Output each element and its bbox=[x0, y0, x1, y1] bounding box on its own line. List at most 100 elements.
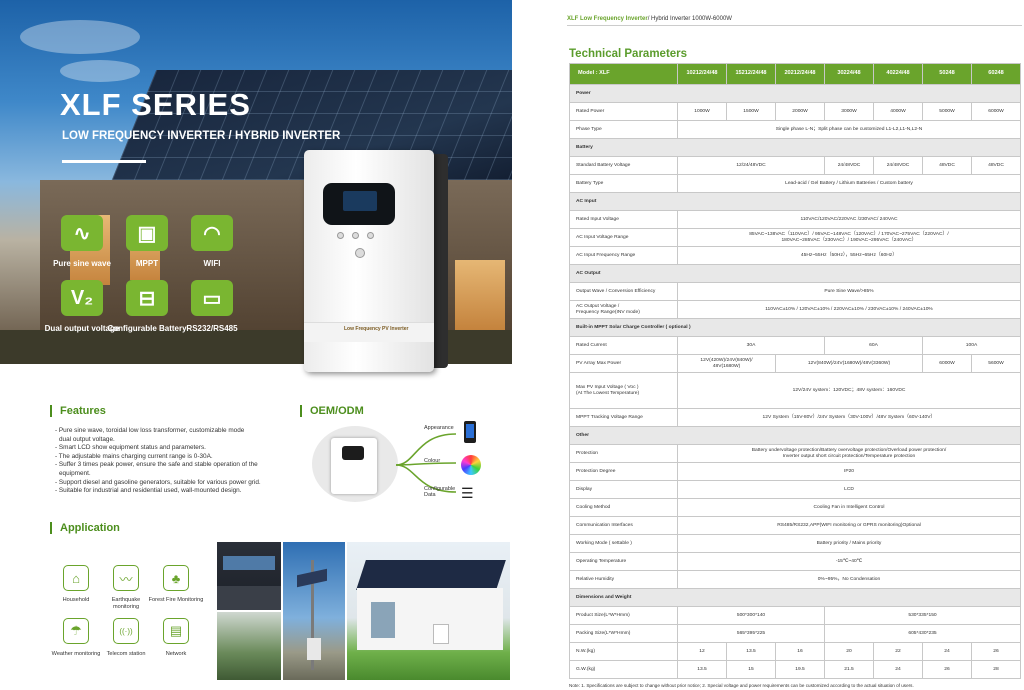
header-rest: / Hybrid Inverter 1000W-6000W bbox=[647, 16, 732, 22]
table-cell: 12V System（15V-80V）/24V System（30V-100V）… bbox=[677, 408, 1021, 427]
table-cell: Single phase L-N；Split phase can be cust… bbox=[677, 120, 1021, 139]
row-label: Phase Type bbox=[569, 120, 678, 139]
model-column-header: 50248 bbox=[922, 63, 972, 85]
cloud bbox=[60, 60, 140, 82]
table-row: Cooling Method Cooling Fan in Intelligen… bbox=[569, 498, 1021, 517]
table-cell: 565*395*225 bbox=[677, 624, 825, 643]
table-row: PV Array Max Power 12V(420W)/24V(840W)/ … bbox=[569, 354, 1021, 373]
row-label: PV Array Max Power bbox=[569, 354, 678, 373]
table-cell: 12V(840W)/24V(1680W)/48V(3360W) bbox=[775, 354, 923, 373]
row-label: Battery Type bbox=[569, 174, 678, 193]
table-row: Protection Battery undervoltage protecti… bbox=[569, 444, 1021, 463]
cell-line: 48V(1680W) bbox=[712, 363, 741, 369]
section-power: Power bbox=[569, 84, 1021, 103]
row-label: Protection Degree bbox=[569, 462, 678, 481]
table-row: AC Output Voltage / Frequency Range(INV … bbox=[569, 300, 1021, 319]
table-cell: 24 bbox=[922, 642, 972, 661]
features-list: - Pure sine wave, toroidal low loss tran… bbox=[55, 427, 285, 496]
table-row: Protection Degree IP20 bbox=[569, 462, 1021, 481]
inverter-power-switch bbox=[355, 248, 365, 258]
technical-parameters-title: Technical Parameters bbox=[569, 48, 688, 60]
row-label: AC Input Frequency Range bbox=[569, 246, 678, 265]
label-line: Max PV Input Voltage ( Voc ) bbox=[576, 384, 639, 390]
table-row: Operating Temperature -15℃~40℃ bbox=[569, 552, 1021, 571]
table-row: Packing Size(L*W*Hmm) 565*395*225 605*43… bbox=[569, 624, 1021, 643]
section-row: AC Input bbox=[569, 192, 1021, 211]
table-cell: 530*335*150 bbox=[824, 606, 1021, 625]
application-label: Telecom station bbox=[106, 651, 146, 657]
table-cell: 0%~95%，No Condensation bbox=[677, 570, 1021, 589]
table-cell: 24/48VDC bbox=[824, 156, 874, 175]
table-cell: 48VDC bbox=[922, 156, 972, 175]
table-row: N.W.(kg) 12 13.5 16 20 22 24 26 bbox=[569, 642, 1021, 661]
table-cell: 110VAC±10% / 120VAC±10% / 220VAC±10% / 2… bbox=[677, 300, 1021, 319]
oem-config-label: Configurable Data bbox=[424, 486, 456, 498]
table-row: Communication Interfaces RS485/RS232,APP… bbox=[569, 516, 1021, 535]
cell-line: 180VAC~285VAC（230VAC）/ 190VAC~295VAC（240… bbox=[781, 237, 917, 243]
seismograph-icon: 〰 bbox=[113, 565, 139, 591]
model-column-header: 10212/24/48 bbox=[677, 63, 727, 85]
row-label: MPPT Tracking Voltage Range bbox=[569, 408, 678, 427]
table-row: MPPT Tracking Voltage Range 12V System（1… bbox=[569, 408, 1021, 427]
label-line: AC Output Voltage / bbox=[576, 303, 620, 309]
table-cell: RS485/RS232,APP(WIFI monitoring or GPRS … bbox=[677, 516, 1021, 535]
table-cell: 500*300*140 bbox=[677, 606, 825, 625]
table-cell: 1500W bbox=[726, 102, 776, 121]
household-solar-photo bbox=[347, 542, 510, 680]
table-row: AC Input Frequency Range 45Hz~55Hz（50Hz）… bbox=[569, 246, 1021, 265]
model-header: Model : XLF bbox=[569, 63, 678, 85]
table-cell: 2000W bbox=[775, 102, 825, 121]
application-label: Network bbox=[165, 651, 187, 657]
series-title: XLF SERIES bbox=[60, 87, 251, 122]
section-other: Other bbox=[569, 426, 1021, 445]
feature-label: Dual output voltage bbox=[44, 324, 120, 333]
table-cell: 21.5 bbox=[824, 660, 874, 679]
table-cell: IP20 bbox=[677, 462, 1021, 481]
table-cell: 12/24/48VDC bbox=[677, 156, 825, 175]
feature-line: dual output voltage. bbox=[59, 435, 115, 443]
cell-line: 85VAC~138VAC（110VAC）/ 95VAC~148VAC（120VA… bbox=[749, 231, 949, 237]
table-cell: Battery undervoltage protection/Battery … bbox=[677, 444, 1021, 463]
dual-voltage-icon: V₂ bbox=[61, 280, 103, 316]
feature-label: MPPT bbox=[135, 259, 159, 268]
row-label: Rated Input Voltage bbox=[569, 210, 678, 229]
series-subtitle: LOW FREQUENCY INVERTER / HYBRID INVERTER bbox=[62, 130, 341, 142]
row-label: Display bbox=[569, 480, 678, 499]
table-row: G.W.(kg) 13.5 15 19.5 21.5 24 26 28 bbox=[569, 660, 1021, 679]
table-cell: Cooling Fan in Intelligent Control bbox=[677, 498, 1021, 517]
table-cell: 48VDC bbox=[971, 156, 1021, 175]
server-icon: ▤ bbox=[163, 618, 189, 644]
table-cell: 110VAC/120VAC/220VAC /230VAC/ 240VAC bbox=[677, 210, 1021, 229]
table-row: Rated Input Voltage 110VAC/120VAC/220VAC… bbox=[569, 210, 1021, 229]
section-dimensions: Dimensions and Weight bbox=[569, 588, 1021, 607]
document-header: XLF Low Frequency Inverter/ Hybrid Inver… bbox=[567, 16, 732, 22]
feature-label: Pure sine wave bbox=[53, 259, 111, 268]
inverter-button bbox=[352, 232, 359, 239]
feature-label: WIFI bbox=[203, 259, 221, 268]
house-icon: ⌂ bbox=[63, 565, 89, 591]
table-row: Product Size(L*W*Hmm) 500*300*140 530*33… bbox=[569, 606, 1021, 625]
antenna-icon: ((·)) bbox=[113, 618, 139, 644]
sine-wave-icon: ∿ bbox=[61, 215, 103, 251]
application-label: Weather monitoring bbox=[51, 651, 101, 657]
application-label: Household bbox=[62, 597, 90, 603]
table-cell: 12V/24V system：120VDC；48V system：160VDC bbox=[677, 372, 1021, 409]
row-label: Max PV Input Voltage ( Voc ) (At The Low… bbox=[569, 372, 678, 409]
table-row: Max PV Input Voltage ( Voc ) (At The Low… bbox=[569, 372, 1021, 409]
feature-line: equipment. bbox=[59, 469, 91, 477]
table-cell: 5600W bbox=[971, 354, 1021, 373]
table-cell: 6000W bbox=[971, 102, 1021, 121]
table-row: Working Mode ( settable ) Battery priori… bbox=[569, 534, 1021, 553]
row-label: Packing Size(L*W*Hmm) bbox=[569, 624, 678, 643]
table-cell: 30A bbox=[677, 336, 825, 355]
brochure-right-page: XLF Low Frequency Inverter/ Hybrid Inver… bbox=[512, 0, 1024, 690]
feature-label: RS232/RS485 bbox=[186, 324, 238, 333]
oem-appearance-label: Appearance bbox=[424, 425, 454, 431]
feature-line: - Suitable for industrial and residentia… bbox=[55, 487, 242, 495]
mountain-station-photo bbox=[217, 612, 281, 680]
battery-icon: ⊟ bbox=[126, 280, 168, 316]
table-cell: 26 bbox=[922, 660, 972, 679]
inverter-button bbox=[367, 232, 374, 239]
technical-parameters-table: Model : XLF 10212/24/48 15212/24/48 2021… bbox=[569, 63, 1021, 679]
oem-product-image bbox=[331, 438, 377, 494]
